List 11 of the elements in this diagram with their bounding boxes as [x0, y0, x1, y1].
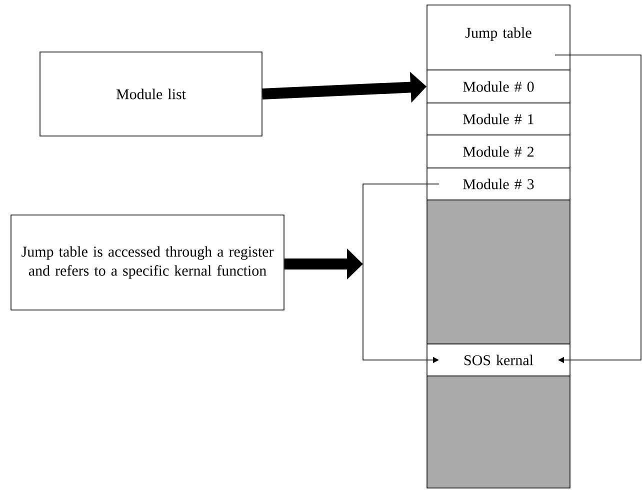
memory-block: [426, 376, 570, 488]
memory-cell: Module # 2: [426, 134, 570, 168]
memory-cell: Module # 1: [426, 102, 570, 136]
description-box: Jump table is accessed through a register and refers to a specific kernal function: [10, 214, 284, 310]
memory-cell: Jump table: [426, 4, 570, 70]
memory-cell: Module # 3: [426, 168, 570, 200]
memory-cell: SOS kernal: [426, 344, 570, 376]
memory-block: [426, 200, 570, 344]
memory-cell: Module # 0: [426, 70, 570, 104]
module-list-box: Module list: [40, 52, 262, 136]
connector-line: [554, 54, 642, 364]
